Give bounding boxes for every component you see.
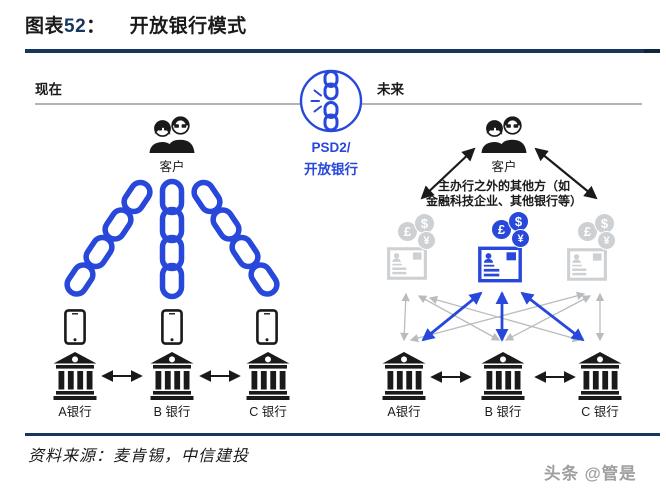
currency-coins-gray-left: £ $ ¥: [396, 213, 438, 253]
bank-icon-a-left: [53, 352, 97, 400]
bank-b-label-right: B 银行: [484, 405, 522, 419]
figure-colon: ：: [86, 16, 106, 37]
account-card-icon-gray-left: [387, 247, 427, 280]
bank-icon-c-right: [578, 352, 622, 400]
customer-couple-icon-left: [148, 116, 196, 153]
future-section-label: 未来: [377, 82, 404, 97]
third-party-note-line1: 主办行之外的其他方（如: [437, 179, 570, 193]
account-card-icon-blue: [478, 246, 522, 283]
bank-a-label-left: A银行: [58, 405, 92, 419]
rule-end-cap: [644, 49, 660, 53]
customer-label-right: 客户: [491, 160, 517, 174]
phone-icon-c: [256, 309, 278, 345]
third-party-note-line2: 金融科技企业、其他银行等）: [425, 194, 582, 208]
figure-label-prefix: 图表: [25, 16, 65, 37]
customer-couple-icon-right: [480, 116, 528, 153]
psd2-label: PSD2/: [311, 140, 351, 155]
customer-thirdparty-arrows: [420, 147, 598, 200]
bank-c-label-right: C 银行: [581, 405, 619, 419]
yen-coin-icon: ¥: [417, 231, 436, 250]
figure-title-text: 开放银行模式: [129, 16, 247, 37]
now-section-label: 现在: [35, 82, 62, 97]
watermark: 头条 @管是: [544, 465, 637, 483]
bank-a-label-right: A银行: [387, 405, 421, 419]
bank-icon-b-right: [481, 352, 525, 400]
phone-icon-a: [64, 309, 86, 345]
chain-links-right: [190, 179, 280, 298]
bank-icon-c-left: [246, 352, 290, 400]
phone-icon-b: [161, 309, 183, 345]
account-card-icon-gray-right: [567, 248, 607, 281]
top-rule: [25, 49, 660, 53]
bank-icon-b-left: [150, 352, 194, 400]
api-arrows-blue: [421, 291, 585, 342]
currency-coins-blue-center: £ $ ¥: [490, 211, 532, 251]
figure-title: 图表52： 开放银行模式: [25, 11, 247, 38]
bank-b-label-left: B 银行: [153, 405, 191, 419]
chain-links-left: [63, 179, 153, 298]
yen-coin-icon: ¥: [597, 231, 616, 250]
bank-c-label-left: C 银行: [249, 405, 287, 419]
dollar-coin-icon: $: [414, 213, 435, 234]
bank-icon-a-right: [382, 352, 426, 400]
chain-links-center: [163, 182, 182, 297]
currency-coins-gray-right: £ $ ¥: [576, 213, 618, 253]
open-banking-label: 开放银行: [304, 162, 358, 177]
bottom-rule: [25, 433, 660, 436]
yen-coin-icon: ¥: [511, 229, 530, 248]
figure-number: 52: [64, 16, 87, 37]
source-note: 资料来源：麦肯锡，中信建投: [28, 448, 250, 465]
customer-label-left: 客户: [159, 160, 185, 174]
broken-chain-icon: [299, 69, 363, 133]
